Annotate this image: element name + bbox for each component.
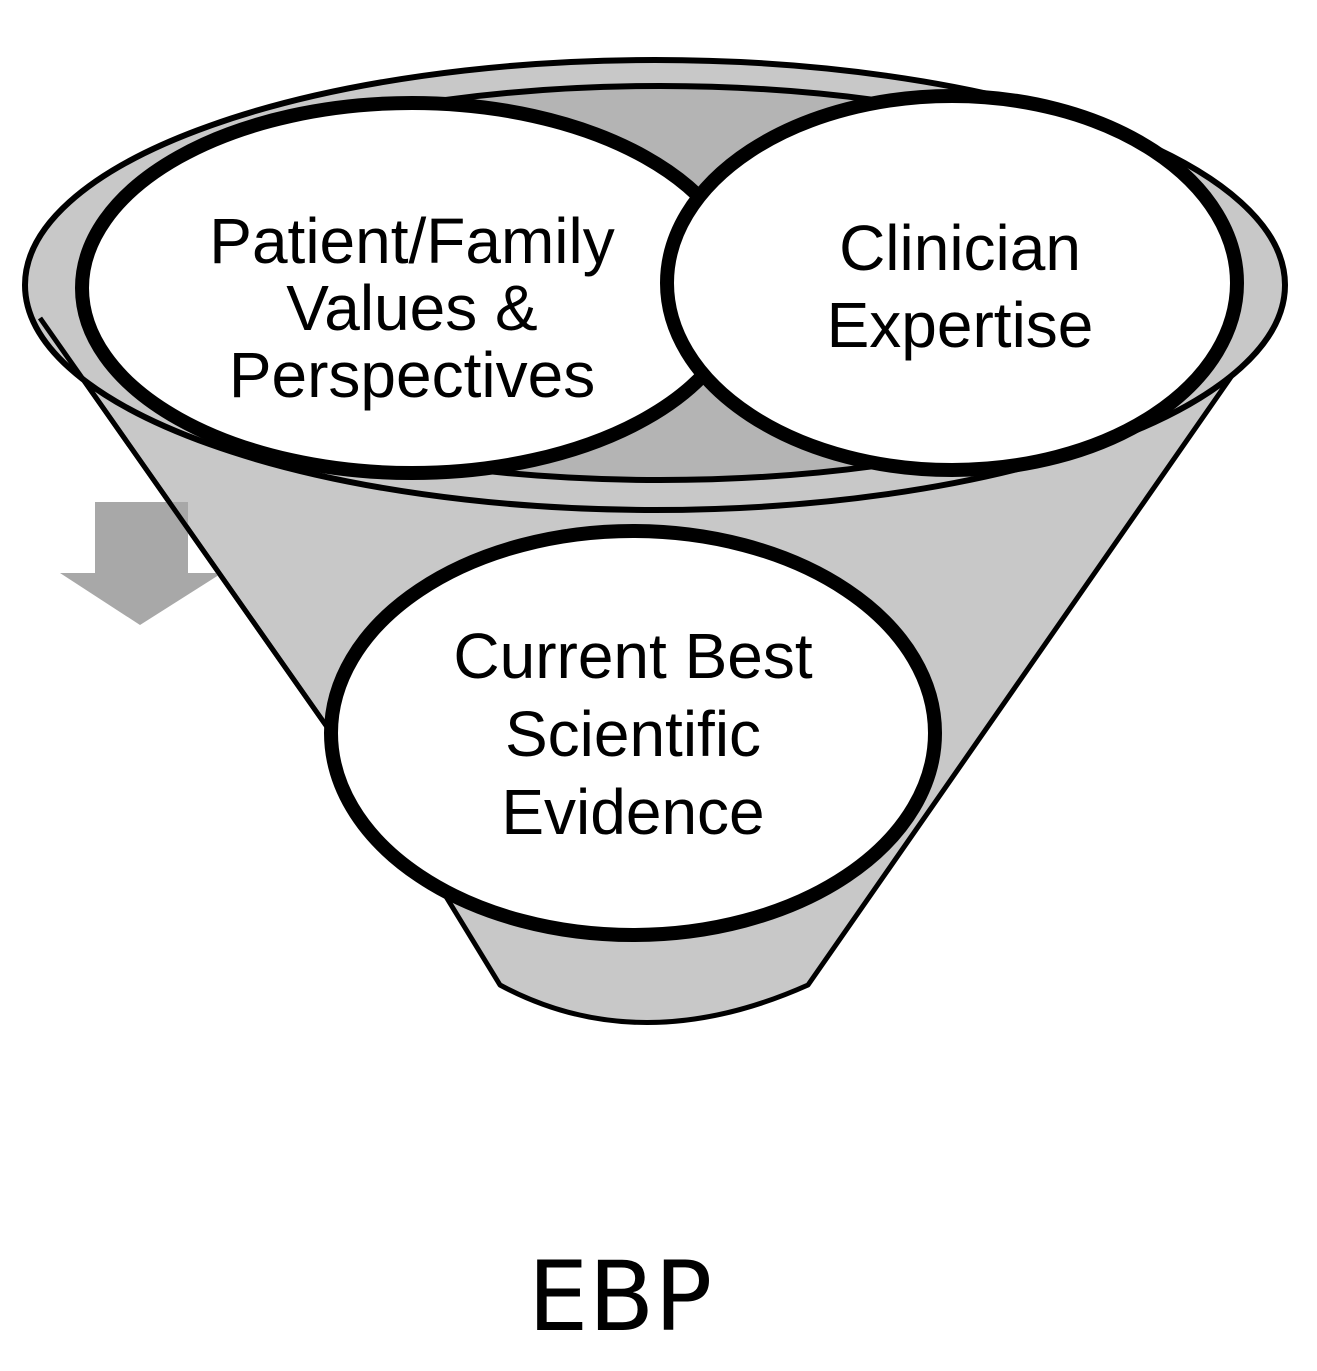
clinician-node: Clinician Expertise [660,89,1244,477]
patient-family-node: Patient/Family Values & Perspectives [75,96,749,480]
evidence-ellipse [324,524,942,942]
evidence-node: Current Best Scientific Evidence [324,524,942,942]
evidence-label-line-1: Current Best [453,620,812,692]
down-arrow-icon [60,502,222,625]
clinician-ellipse [660,89,1244,477]
patient-family-label-line-3: Perspectives [229,339,595,411]
clinician-label-line-2: Expertise [827,289,1094,361]
patient-family-label-line-2: Values & [286,272,537,344]
patient-family-label-line-1: Patient/Family [209,205,614,277]
clinician-label-line-1: Clinician [839,212,1081,284]
evidence-label-line-2: Scientific [505,698,761,770]
ebp-output-label: EBP [528,1241,712,1353]
evidence-label-line-3: Evidence [501,776,764,848]
